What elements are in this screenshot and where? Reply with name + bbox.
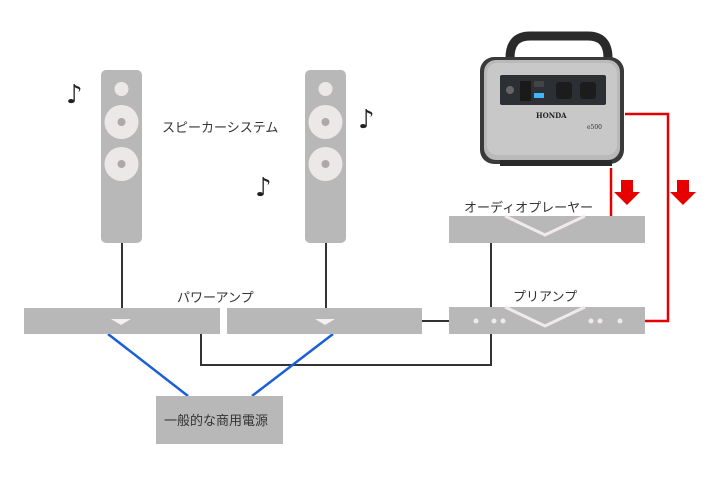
signal-cables xyxy=(121,243,492,366)
arrow-down-icon xyxy=(670,180,696,205)
power-amp-left xyxy=(24,308,220,334)
speaker-system-label: スピーカーシステム xyxy=(162,121,278,136)
tweeter xyxy=(114,82,129,96)
preamp-label: プリアンプ xyxy=(513,290,577,305)
commercial-power-label: 一般的な商用電源 xyxy=(164,413,268,429)
battery-indicator xyxy=(534,93,544,98)
model-label: e500 xyxy=(587,124,602,131)
music-note-icon: ♪ xyxy=(66,80,83,110)
music-note-icon: ♪ xyxy=(358,105,375,135)
power-line-left-amp xyxy=(107,333,189,397)
power-button xyxy=(506,86,514,94)
power-amp-right xyxy=(227,308,422,334)
outlet xyxy=(580,82,596,99)
battery-power-arrows xyxy=(614,180,696,205)
commercial-power-source xyxy=(156,396,283,444)
brand-label: HONDA xyxy=(536,111,567,120)
outlet xyxy=(556,82,572,99)
speaker-right xyxy=(305,70,346,243)
preamp xyxy=(449,305,645,334)
power-line-preamp xyxy=(625,112,670,323)
amp-return-cable xyxy=(200,334,492,366)
music-note-icon: ♪ xyxy=(255,173,272,203)
portable-power-station: HONDA e500 xyxy=(480,31,624,166)
tweeter xyxy=(318,82,333,96)
commercial-power-lines xyxy=(107,333,334,397)
speaker-left xyxy=(101,70,142,243)
arrow-down-icon xyxy=(614,180,640,205)
handle xyxy=(505,31,613,59)
audio-player xyxy=(449,214,645,243)
power-line-right-amp xyxy=(251,333,334,397)
battery-power-lines xyxy=(609,112,670,323)
audio-player-label: オーディオプレーヤー xyxy=(464,200,593,216)
power-amp-label: パワーアンプ xyxy=(177,291,254,306)
